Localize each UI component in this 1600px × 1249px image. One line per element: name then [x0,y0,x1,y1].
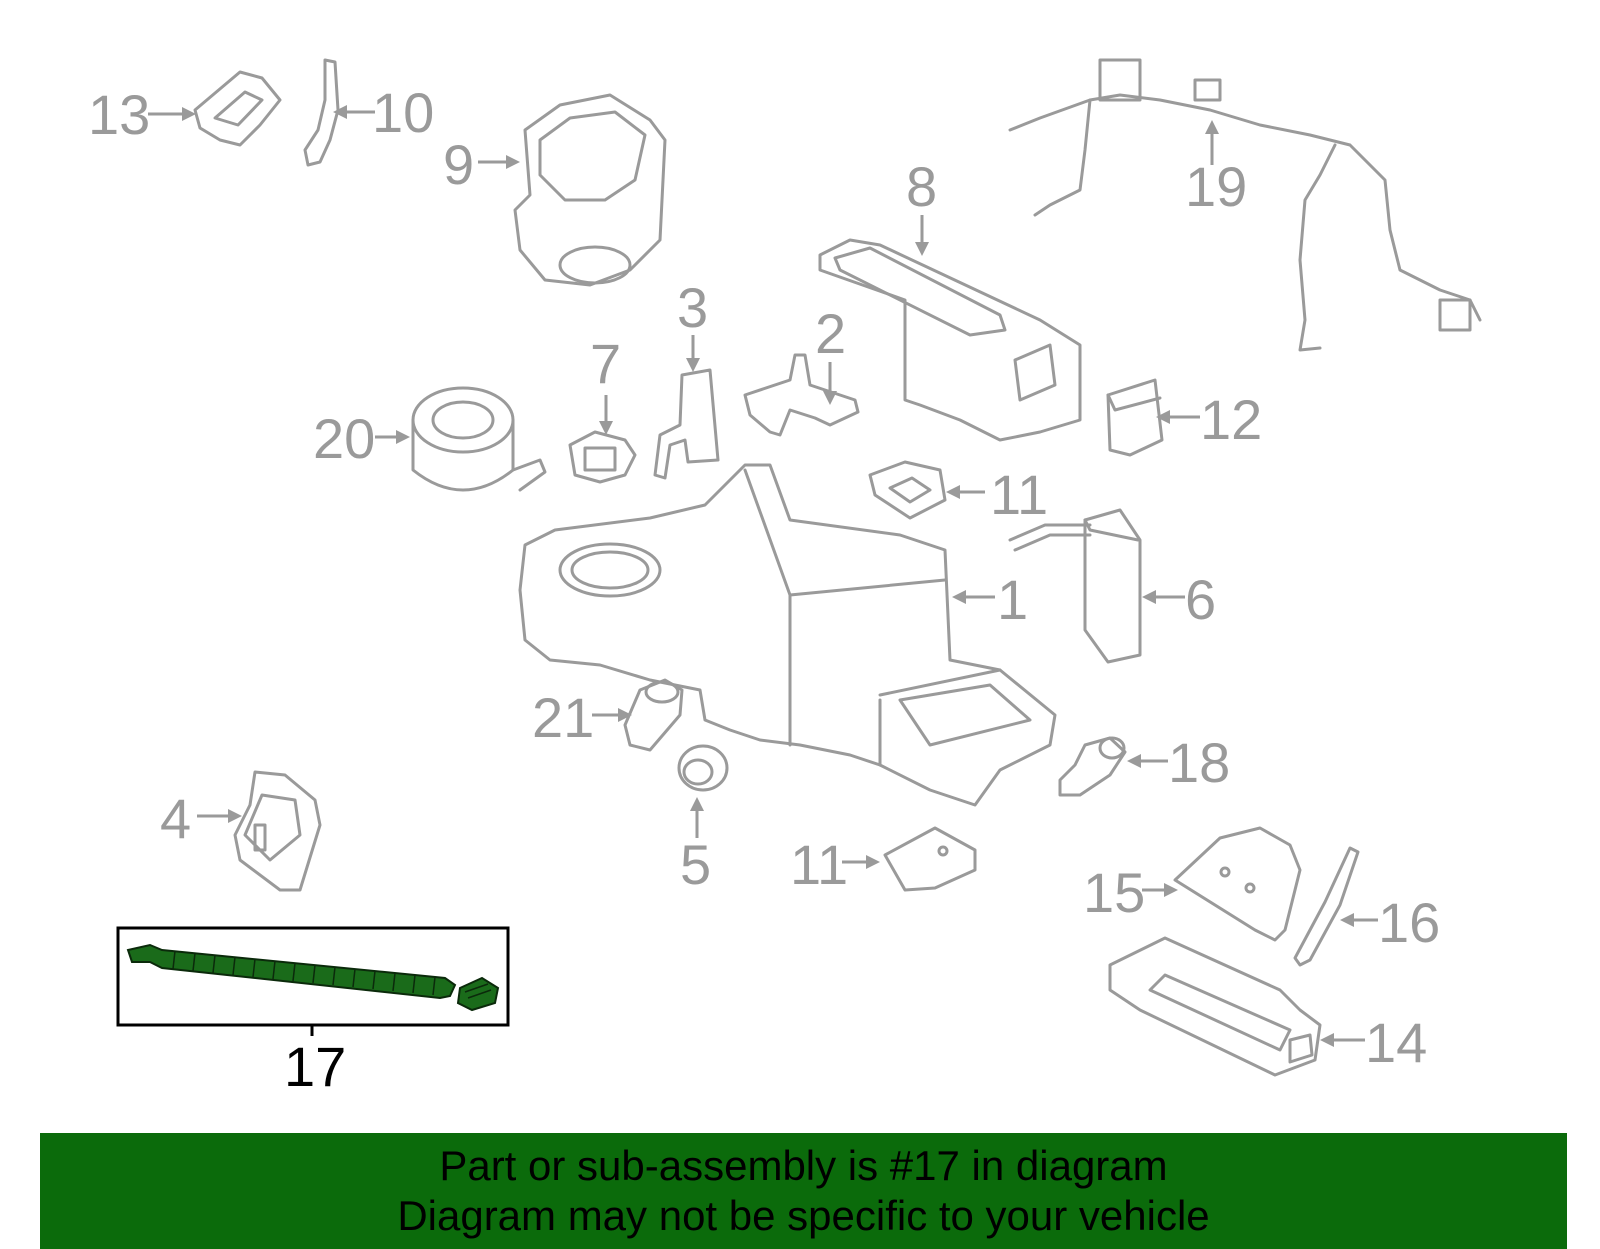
part-14-base-duct[interactable] [1108,936,1322,1077]
part-20-blower-motor[interactable] [411,386,547,492]
part-11-upper-actuator[interactable] [868,460,947,520]
callout-10: 10 [372,81,434,144]
part-21-expansion-valve[interactable] [623,678,684,752]
part-17-hose-assembly[interactable] [126,943,500,1012]
part-6-heater-core[interactable] [1008,508,1142,664]
banner-line-2: Diagram may not be specific to your vehi… [397,1192,1210,1239]
part-4-panel[interactable] [233,770,322,892]
part-3-bracket[interactable] [653,368,720,480]
part-7-sensor[interactable] [568,430,637,484]
info-banner: Part or sub-assembly is #17 in diagram D… [40,1133,1567,1249]
callout-19: 19 [1185,155,1247,218]
part-2-actuator[interactable] [743,353,860,437]
callout-3: 3 [677,276,708,339]
callout-7: 7 [590,332,621,395]
callout-1: 1 [997,568,1028,631]
part-18-sensor[interactable] [1058,736,1127,797]
callout-13: 13 [88,83,150,146]
part-11-lower-actuator[interactable] [883,826,977,892]
callout-6: 6 [1185,568,1216,631]
part-15-cover-plate[interactable] [1173,826,1302,942]
callout-17: 17 [284,1035,346,1098]
part-13-actuator[interactable] [193,70,282,147]
callout-20: 20 [313,407,375,470]
callout-21: 21 [532,686,594,749]
callout-5: 5 [680,833,711,896]
callout-8: 8 [906,155,937,218]
callout-15: 15 [1083,861,1145,924]
part-8-duct[interactable] [818,238,1082,442]
callout-11-upper: 11 [990,463,1048,526]
part-1-hvac-case[interactable] [518,463,1057,807]
callout-12: 12 [1200,388,1262,451]
part-9-blower-housing[interactable] [513,93,667,287]
part-5-grommet[interactable] [677,744,729,792]
callout-11-lower: 11 [790,833,848,896]
part-10-bracket[interactable] [303,58,340,167]
callout-16: 16 [1378,891,1440,954]
part-16-rod[interactable] [1293,846,1360,967]
part-12-cover[interactable] [1106,378,1164,457]
banner-line-1: Part or sub-assembly is #17 in diagram [439,1142,1168,1189]
callout-14: 14 [1365,1011,1427,1074]
part-19-wiring-harness[interactable] [1008,58,1482,352]
callout-4: 4 [160,787,191,850]
callout-18: 18 [1168,731,1230,794]
callout-2: 2 [815,302,846,365]
callout-9: 9 [443,133,474,196]
